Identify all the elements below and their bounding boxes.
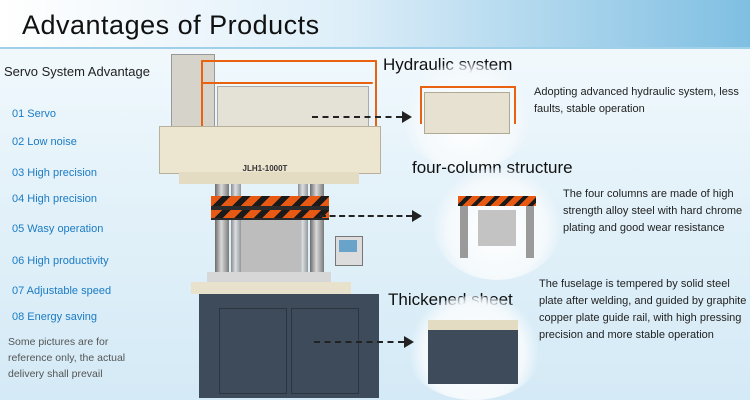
header-divider [0, 47, 750, 49]
top-guard-rail [201, 60, 377, 128]
page-title: Advantages of Products [22, 10, 320, 40]
column-arrow [320, 215, 412, 217]
hydraulic-rail-image [420, 86, 516, 124]
machine-base [199, 294, 379, 398]
sheet-table-image [428, 320, 518, 330]
advantage-item-6: 06 High productivity [12, 255, 109, 267]
sheet-arrow [314, 341, 404, 343]
column-right-rear [298, 184, 308, 294]
press-machine-image: JLH1-1000T [155, 46, 381, 400]
hydraulic-arrowhead [402, 111, 412, 123]
reference-note: Some pictures are for reference only, th… [8, 336, 126, 380]
control-panel-screen [339, 240, 357, 252]
advantage-item-5: 05 Wasy operation [12, 223, 104, 235]
worktable [191, 282, 351, 294]
hydraulic-arrow [312, 116, 402, 118]
lower-die [207, 272, 331, 282]
sheet-description: The fuselage is tempered by solid steel … [539, 278, 747, 341]
advantage-item-1: 01 Servo [12, 108, 57, 120]
sheet-base-image [428, 330, 518, 384]
advantage-item-7: 07 Adjustable speed [12, 285, 112, 297]
advantage-item-4: 04 High precision [12, 193, 97, 205]
column-arrowhead [412, 210, 422, 222]
slide-warning-stripe [211, 196, 329, 206]
electric-cabinet [171, 54, 215, 134]
slide-warning-stripe-lower [211, 210, 329, 218]
column-left-image [460, 206, 468, 258]
control-panel [335, 236, 363, 266]
base-door-left [219, 308, 287, 394]
hydraulic-thumbnail [402, 62, 532, 170]
top-guard-rail-mid [201, 82, 373, 84]
servo-title: Servo System Advantage [4, 64, 150, 79]
sheet-arrowhead [404, 336, 414, 348]
upper-beam-skirt [179, 172, 359, 184]
column-die-image [478, 210, 516, 246]
column-title: four-column structure [412, 158, 573, 177]
upper-beam [159, 126, 381, 174]
oil-tank [217, 86, 369, 128]
hydraulic-tank-image [424, 92, 510, 134]
advantage-item-2: 02 Low noise [12, 136, 77, 148]
upper-die [241, 220, 301, 276]
column-right-image [526, 206, 534, 258]
advantage-item-3: 03 High precision [12, 167, 97, 179]
advantage-item-8: 08 Energy saving [12, 311, 97, 323]
column-thumbnail [432, 168, 562, 280]
column-description: The four columns are made of high streng… [563, 188, 743, 234]
column-left-rear [231, 184, 241, 294]
base-door-right [291, 308, 359, 394]
machine-model-label: JLH1-1000T [242, 164, 288, 173]
sheet-thumbnail [404, 296, 544, 400]
column-slide-image [458, 196, 536, 206]
header-banner [0, 0, 750, 48]
hydraulic-description: Adopting advanced hydraulic system, less… [534, 86, 739, 115]
